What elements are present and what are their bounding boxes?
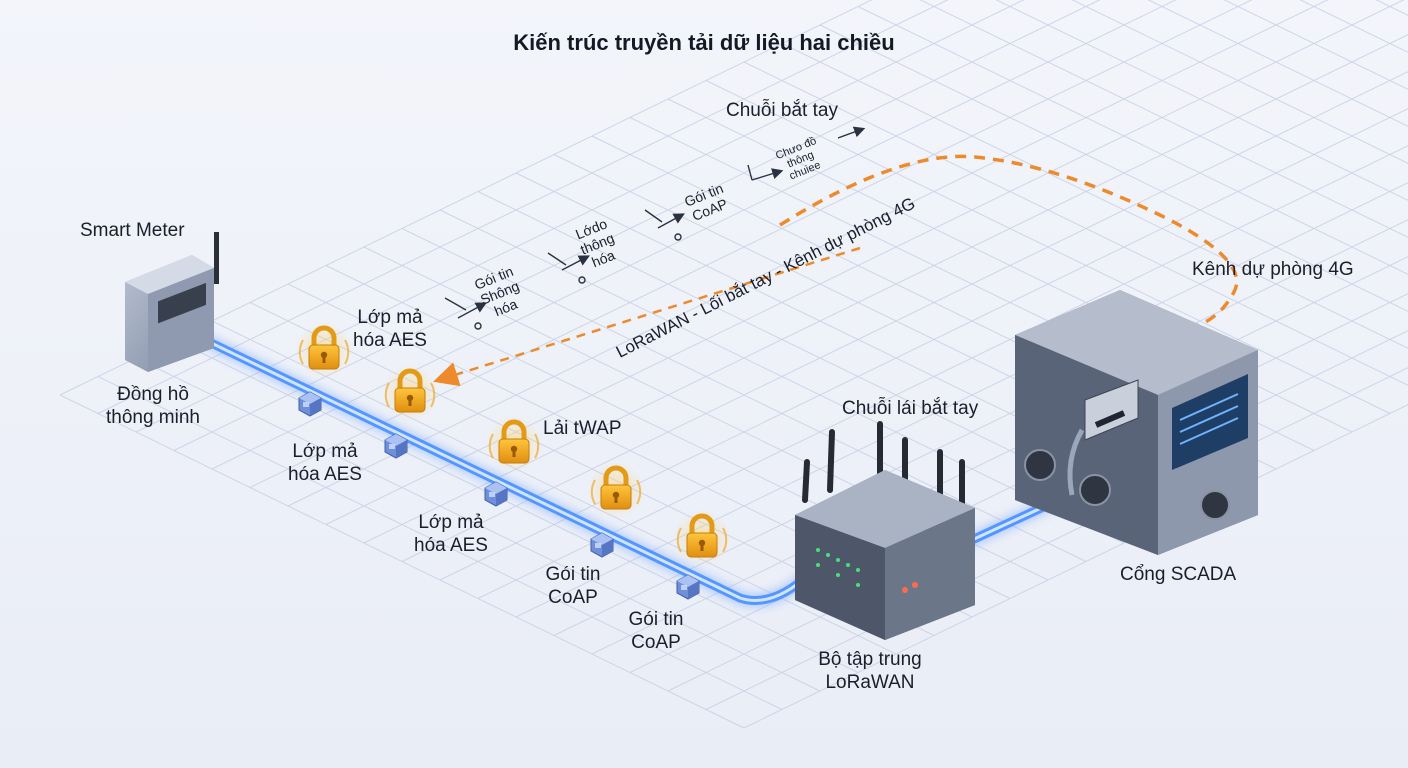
coap-label-2-line2: CoAP bbox=[631, 632, 681, 653]
aes-label-top: Lớp mả hóa AES bbox=[350, 306, 430, 352]
grid-line bbox=[857, 6, 1408, 275]
grid-line bbox=[439, 108, 1408, 581]
grid-line bbox=[363, 34, 1408, 544]
scada-label: Cổng SCADA bbox=[1120, 564, 1237, 585]
coap-label-1-line1: Gói tin bbox=[545, 564, 601, 585]
aes-label-top-line1: Lớp mả bbox=[357, 307, 423, 328]
grid-line bbox=[325, 0, 1405, 525]
handshake-sequence bbox=[444, 126, 866, 330]
grid-line bbox=[515, 182, 1408, 618]
aes-label-low: Lớp mả hóa AES bbox=[408, 511, 494, 557]
padlock-icon bbox=[674, 510, 730, 566]
concentrator-label-line1: Bộ tập trung bbox=[818, 649, 922, 670]
concentrator-label: Bộ tập trung LoRaWAN bbox=[800, 648, 940, 694]
coap-label-2-line1: Gói tin bbox=[628, 609, 684, 630]
aes-label-top-line2: hóa AES bbox=[353, 330, 427, 351]
smart-meter-device bbox=[125, 232, 219, 372]
grid-line bbox=[287, 0, 1329, 507]
smart-meter-label: Smart Meter bbox=[80, 220, 185, 241]
padlock-icon bbox=[486, 416, 542, 472]
backup-4g-path bbox=[433, 154, 1239, 387]
twap-label: Lải tWAP bbox=[543, 418, 622, 439]
diagram-title: Kiến trúc truyền tải dữ liệu hai chiều bbox=[513, 30, 895, 55]
grid-line bbox=[1314, 0, 1408, 118]
concentrator-label-line2: LoRaWAN bbox=[825, 672, 915, 693]
grid-line bbox=[249, 0, 1253, 488]
meter-label-line2: thông minh bbox=[105, 407, 200, 428]
meter-label: Đồng hồ thông minh bbox=[93, 383, 213, 429]
coap-label-2: Gói tin CoAP bbox=[618, 608, 694, 654]
aes-label-mid: Lớp mả hóa AES bbox=[282, 440, 368, 486]
grid-line bbox=[135, 0, 1025, 433]
coap-label-1: Gói tin CoAP bbox=[535, 563, 611, 609]
handshake-chain-label: Chuỗi bắt tay bbox=[726, 100, 838, 121]
meter-label-line1: Đồng hồ bbox=[117, 384, 189, 405]
handshake-chain-alt-label: Chuỗi lái bắt tay bbox=[842, 398, 979, 419]
grid-line bbox=[1162, 0, 1408, 192]
lorawan-concentrator-device bbox=[795, 421, 975, 640]
coap-label-1-line2: CoAP bbox=[548, 587, 598, 608]
aes-label-mid-line1: Lớp mả bbox=[292, 441, 358, 462]
aes-label-mid-line2: hóa AES bbox=[288, 464, 362, 485]
padlock-icon bbox=[588, 462, 644, 518]
aes-label-low-line1: Lớp mả bbox=[418, 512, 484, 533]
padlock-icon bbox=[382, 365, 438, 421]
grid-line bbox=[553, 219, 1408, 636]
grid-line bbox=[477, 145, 1408, 599]
grid-line bbox=[401, 71, 1408, 562]
grid-line bbox=[743, 404, 1408, 729]
grid-line bbox=[173, 0, 1101, 451]
aes-label-low-line2: hóa AES bbox=[414, 535, 488, 556]
scada-gateway-device bbox=[1015, 290, 1258, 555]
grid-line bbox=[211, 0, 1177, 470]
grid-line bbox=[97, 0, 949, 414]
backup-4g-label: Kênh dự phòng 4G bbox=[1192, 259, 1354, 280]
padlock-icon bbox=[296, 322, 352, 378]
grid-line bbox=[59, 0, 873, 396]
